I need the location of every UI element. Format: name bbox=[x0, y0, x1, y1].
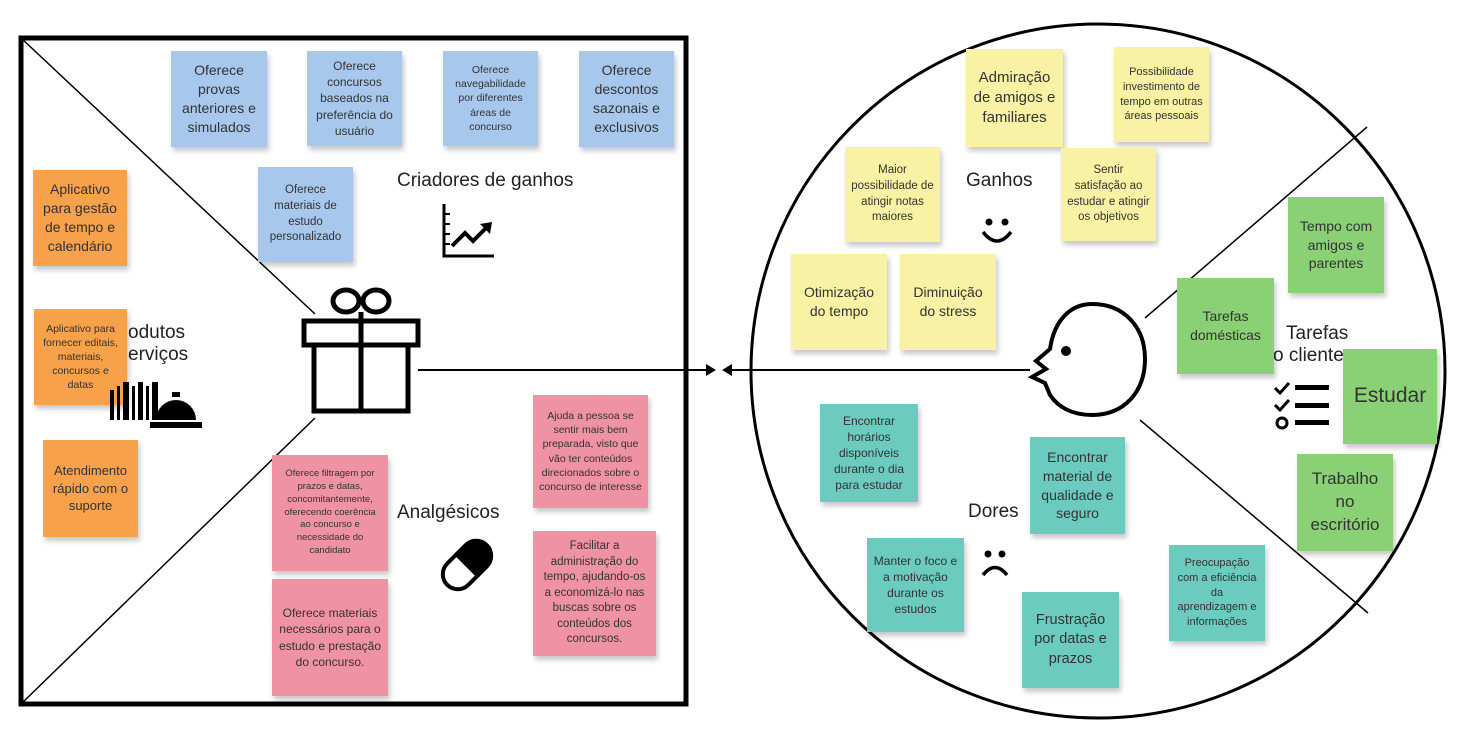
products-services-title-line2: erviços bbox=[128, 344, 189, 365]
sticky-note: Ajuda a pessoa se sentir mais bem prepar… bbox=[533, 395, 648, 508]
sticky-note: Oferece navegabilidade por diferentes ár… bbox=[443, 51, 538, 146]
pain-relievers-title: Analgésicos bbox=[397, 502, 500, 523]
jobs-title-line2: o cliente bbox=[1273, 345, 1344, 366]
sticky-note: Frustração por datas e prazos bbox=[1022, 592, 1119, 688]
sad-icon bbox=[981, 550, 1009, 577]
checklist-icon bbox=[1273, 381, 1329, 430]
pains-title: Dores bbox=[968, 501, 1019, 522]
sticky-note: Facilitar a administração do tempo, ajud… bbox=[533, 531, 656, 656]
sticky-note: Tempo com amigos e parentes bbox=[1288, 197, 1384, 293]
sticky-note: Tarefas domésticas bbox=[1177, 278, 1274, 374]
sticky-note: Estudar bbox=[1343, 349, 1437, 444]
pill-icon bbox=[440, 538, 494, 592]
service-bell-icon bbox=[150, 392, 202, 428]
sticky-note: Preocupação com a eficiência da aprendiz… bbox=[1169, 545, 1265, 641]
sticky-note: Admiração de amigos e familiares bbox=[966, 49, 1063, 147]
gain-creators-title: Criadores de ganhos bbox=[397, 170, 574, 191]
sticky-note: Maior possibilidade de atingir notas mai… bbox=[845, 147, 940, 242]
gift-icon bbox=[301, 287, 421, 414]
sticky-note: Atendimento rápido com o suporte bbox=[43, 440, 138, 537]
smile-icon bbox=[981, 218, 1013, 243]
chart-growth-icon bbox=[442, 204, 494, 258]
sticky-note: Trabalho no escritório bbox=[1297, 454, 1393, 551]
sticky-note: Otimização do tempo bbox=[791, 254, 887, 350]
sticky-note: Aplicativo para gestão de tempo e calend… bbox=[33, 170, 127, 266]
sticky-note: Possibilidade investimento de tempo em o… bbox=[1114, 47, 1209, 142]
sticky-note: Encontrar horários disponíveis durante o… bbox=[820, 404, 918, 502]
sticky-note: Oferece filtragem por prazos e datas, co… bbox=[272, 455, 388, 571]
sticky-note: Oferece materiais necessários para o est… bbox=[272, 579, 388, 696]
barcode-icon bbox=[110, 382, 158, 420]
value-map-square bbox=[18, 35, 716, 707]
sticky-note: Aplicativo para fornecer editais, materi… bbox=[34, 309, 127, 405]
gains-title: Ganhos bbox=[966, 170, 1033, 191]
products-services-title-line1: odutos bbox=[128, 322, 186, 343]
sticky-note: Oferece concursos baseados na preferênci… bbox=[307, 51, 402, 146]
sticky-note: Manter o foco e a motivação durante os e… bbox=[867, 538, 964, 632]
jobs-title-line1: Tarefas bbox=[1286, 323, 1349, 344]
sticky-note: Sentir satisfação ao estudar e atingir o… bbox=[1061, 148, 1156, 241]
sticky-note: Oferece descontos sazonais e exclusivos bbox=[579, 51, 674, 147]
sticky-note: Oferece provas anteriores e simulados bbox=[171, 51, 267, 147]
sticky-note: Oferece materiais de estudo personalizad… bbox=[258, 167, 353, 262]
customer-profile-circle bbox=[722, 22, 1447, 720]
sticky-note: Diminuição do stress bbox=[900, 254, 996, 350]
sticky-note: Encontrar material de qualidade e seguro bbox=[1030, 437, 1125, 534]
face-profile-icon bbox=[1028, 301, 1148, 418]
